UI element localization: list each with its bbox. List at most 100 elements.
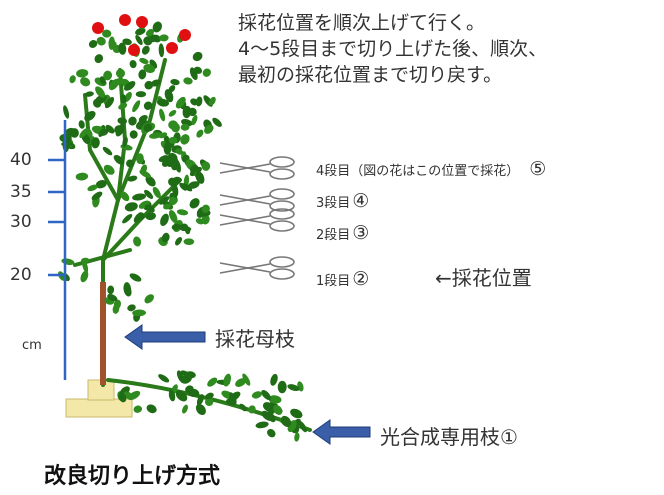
scissors-icon [219,256,295,280]
leaf [195,96,203,107]
leaf [212,117,222,127]
leaf [168,136,178,144]
leaf [205,392,214,400]
leaf [146,404,157,414]
method-caption: 改良切り上げ方式 [44,464,221,489]
note-line-3: 最初の採花位置まで切り戻す。 [238,64,503,86]
leaf [298,420,307,433]
leaf [138,69,147,80]
scale-unit: cm [22,338,42,353]
leaf [95,86,106,98]
leaf [95,180,107,189]
leaf [204,124,214,134]
leaf [179,182,188,191]
leaf [159,196,170,205]
leaf [174,236,183,246]
leaf [168,210,178,223]
leaf [145,204,155,213]
leaf [290,408,303,419]
leaf [170,79,180,86]
scissors-icon [219,188,295,212]
leaf [287,384,300,392]
leaf [156,98,170,107]
leaf [152,21,162,33]
leaf [163,203,172,210]
leaf [69,75,76,84]
leaf [192,51,203,62]
leaf [187,181,200,189]
leaf [171,223,181,231]
leaf [201,204,210,213]
step-3-text: 2段目 [316,228,351,243]
leaf [111,78,126,86]
leaf [196,129,204,138]
leaf [133,236,142,247]
leaf [149,132,162,139]
scale-tick-40: 40 [10,150,32,170]
leaf [159,34,169,42]
leaf [139,57,149,65]
leaf [107,285,115,295]
rose-flower-icon [136,16,148,28]
blue-arrow-icon [124,324,206,350]
leaf [191,114,198,126]
step-5-number: ⑤ [529,158,547,180]
leaf [102,29,112,38]
photosynthesis-branch-label: 光合成専用枝① [380,425,518,449]
leaf [168,177,177,187]
leaf [160,213,169,226]
harvest-position-label: ←採花位置 [435,266,532,290]
leaf [294,432,300,442]
leaf [158,132,168,139]
leaf [180,123,190,131]
leaf [185,385,194,394]
leaf [61,258,75,265]
leaf [129,273,142,282]
leaf [76,69,89,78]
leaf [168,389,176,402]
leaf [94,54,104,64]
leaf [118,102,128,110]
leaf [280,415,292,427]
leaf [267,412,276,423]
step-2-text: 1段目 [316,274,351,289]
leaf [267,428,276,438]
leaf [118,392,127,403]
leaf [207,377,218,387]
leaf [239,403,247,412]
leaf [80,270,89,283]
leaf [183,238,195,246]
leaf [145,29,155,37]
leaf [189,198,200,209]
rose-flower-icon [128,44,140,56]
leaf [195,171,205,184]
leaf [172,183,179,198]
leaf [122,136,128,148]
leaf [80,77,91,87]
leaf [118,42,127,55]
leaf [163,142,172,155]
leaf [75,172,89,181]
note-line-2: 4〜5段目まで切り上げた後、順次、 [238,38,548,60]
leaf [116,68,125,78]
leaf [180,134,190,145]
leaf [273,404,283,415]
rose-flower-icon [92,22,104,34]
leaf [123,282,132,296]
leaf [120,191,130,202]
leaf [127,175,138,182]
leaf [84,91,94,97]
leaf [277,380,287,394]
leaf [124,202,138,212]
leaf [133,405,143,413]
leaf [159,108,166,122]
leaf [201,161,211,171]
leaf [96,36,106,46]
leaf [151,79,161,87]
leaf [145,212,156,221]
leaf [161,232,170,243]
height-scale [48,120,67,380]
